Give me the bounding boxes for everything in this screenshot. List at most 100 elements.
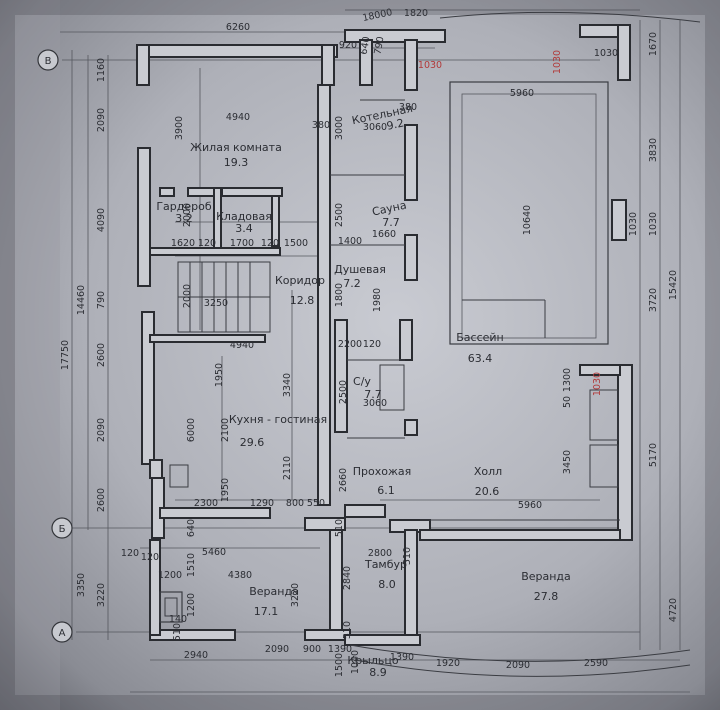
dim-label: 2500 <box>338 380 349 404</box>
dim-label: 15420 <box>668 270 679 300</box>
room-name-storage: Кладовая <box>216 210 272 223</box>
dim-label: 510 <box>334 519 345 537</box>
dim-label: 5960 <box>518 500 542 511</box>
room-area-boiler: 9.2 <box>385 116 405 132</box>
dim-label: 6000 <box>186 418 197 442</box>
room-area-wardrobe: 3.2 <box>175 212 193 225</box>
wall <box>579 364 621 376</box>
dim-label: 3000 <box>334 116 345 140</box>
dim-label: 120 <box>261 238 279 249</box>
dim-label: 550 <box>307 498 325 509</box>
interior-lines <box>159 11 701 677</box>
dim-label: 3060 <box>363 398 387 409</box>
dim-label: 2300 <box>194 498 218 509</box>
dim-label: 1030 <box>418 60 442 71</box>
fireplace <box>159 591 183 623</box>
dim-label: 1950 <box>214 363 225 387</box>
wall-right <box>617 364 633 541</box>
room-name-veranda-right: Веранда <box>521 570 571 583</box>
kitchen-counter <box>589 389 619 441</box>
dim-label: 4090 <box>96 208 107 232</box>
wall <box>617 24 631 81</box>
dim-label: 120 <box>363 339 381 350</box>
wall <box>141 311 155 465</box>
dim-label: 900 <box>303 644 321 655</box>
room-area-storage: 3.4 <box>235 222 253 235</box>
dim-label: 1030 <box>594 48 618 59</box>
dim-label: 2600 <box>96 488 107 512</box>
wall <box>611 199 627 241</box>
bathtub <box>379 364 405 411</box>
room-area-wc: 7.7 <box>364 388 382 401</box>
room-area-pool: 63.4 <box>468 352 493 365</box>
wall <box>149 459 163 479</box>
stove <box>589 444 619 488</box>
dim-label: 1800 <box>334 283 345 307</box>
room-name-corridor: Коридор <box>275 274 325 287</box>
dim-label: 2590 <box>584 658 608 669</box>
dim-label: 2840 <box>342 566 353 590</box>
dim-label: 1920 <box>436 658 460 669</box>
wall <box>344 634 421 646</box>
dim-label: 2660 <box>338 468 349 492</box>
dim-label: 17750 <box>60 340 71 370</box>
wall <box>271 195 280 247</box>
dim-label: 2090 <box>506 660 530 671</box>
dim-label: 2500 <box>334 203 345 227</box>
wall <box>404 419 418 436</box>
wall <box>344 504 386 518</box>
dim-label: 640 <box>359 36 373 56</box>
dim-label: 1290 <box>250 498 274 509</box>
dim-label: 3060 <box>363 122 387 133</box>
dim-label: 510 <box>402 547 413 565</box>
room-name-passage: Прохожая <box>353 465 412 478</box>
dim-label: 6260 <box>226 22 250 33</box>
staircase <box>177 261 271 333</box>
room-name-veranda-left: Веранда <box>249 585 299 598</box>
svg-text:А: А <box>59 628 66 639</box>
room-name-shower: Душевая <box>334 263 386 276</box>
room-area-vestibule: 8.0 <box>378 578 396 591</box>
dim-label: 14460 <box>76 285 87 315</box>
room-name-kitchen: Кухня - гостиная <box>229 413 327 426</box>
dim-label: 1030 <box>592 372 603 396</box>
wall <box>149 539 161 636</box>
dim-label: 140 <box>169 614 187 625</box>
wall <box>221 187 283 197</box>
wall <box>334 319 348 433</box>
dim-label: 510 <box>172 623 183 641</box>
room-area-corridor: 12.8 <box>290 294 315 307</box>
room-area-hall: 20.6 <box>475 485 500 498</box>
walls <box>136 24 633 646</box>
room-name-wc: С/у <box>353 375 371 388</box>
room-area-porch: 8.9 <box>369 666 387 679</box>
room-area-living: 19.3 <box>224 156 249 169</box>
dim-label: 1200 <box>158 570 182 581</box>
wall <box>159 507 271 519</box>
wall <box>136 44 150 86</box>
dim-label: 3220 <box>290 583 301 607</box>
wall-top-left <box>136 44 338 58</box>
dim-label: 1620 <box>171 238 195 249</box>
dim-label: 4940 <box>226 112 250 123</box>
pool-basin <box>449 81 609 345</box>
dim-label: 2940 <box>184 650 208 661</box>
room-area-kitchen: 29.6 <box>240 436 265 449</box>
wall <box>404 39 418 91</box>
dim-label: 2090 <box>265 644 289 655</box>
dim-label: 120 <box>141 552 159 563</box>
dim-label: 120 <box>121 548 139 559</box>
dim-label: 5460 <box>202 547 226 558</box>
dim-label: 2000 <box>182 284 193 308</box>
dim-label: 2200 <box>338 339 362 350</box>
dim-label: 3830 <box>648 138 659 162</box>
dim-label: 3350 <box>76 573 87 597</box>
room-name-hall: Холл <box>474 465 502 478</box>
dim-label: 1400 <box>338 236 362 247</box>
dim-label: 800 <box>286 498 304 509</box>
room-name-pool: Бассейн <box>456 331 504 344</box>
dim-label: 50 <box>562 396 573 408</box>
dim-label: 790 <box>96 291 107 309</box>
